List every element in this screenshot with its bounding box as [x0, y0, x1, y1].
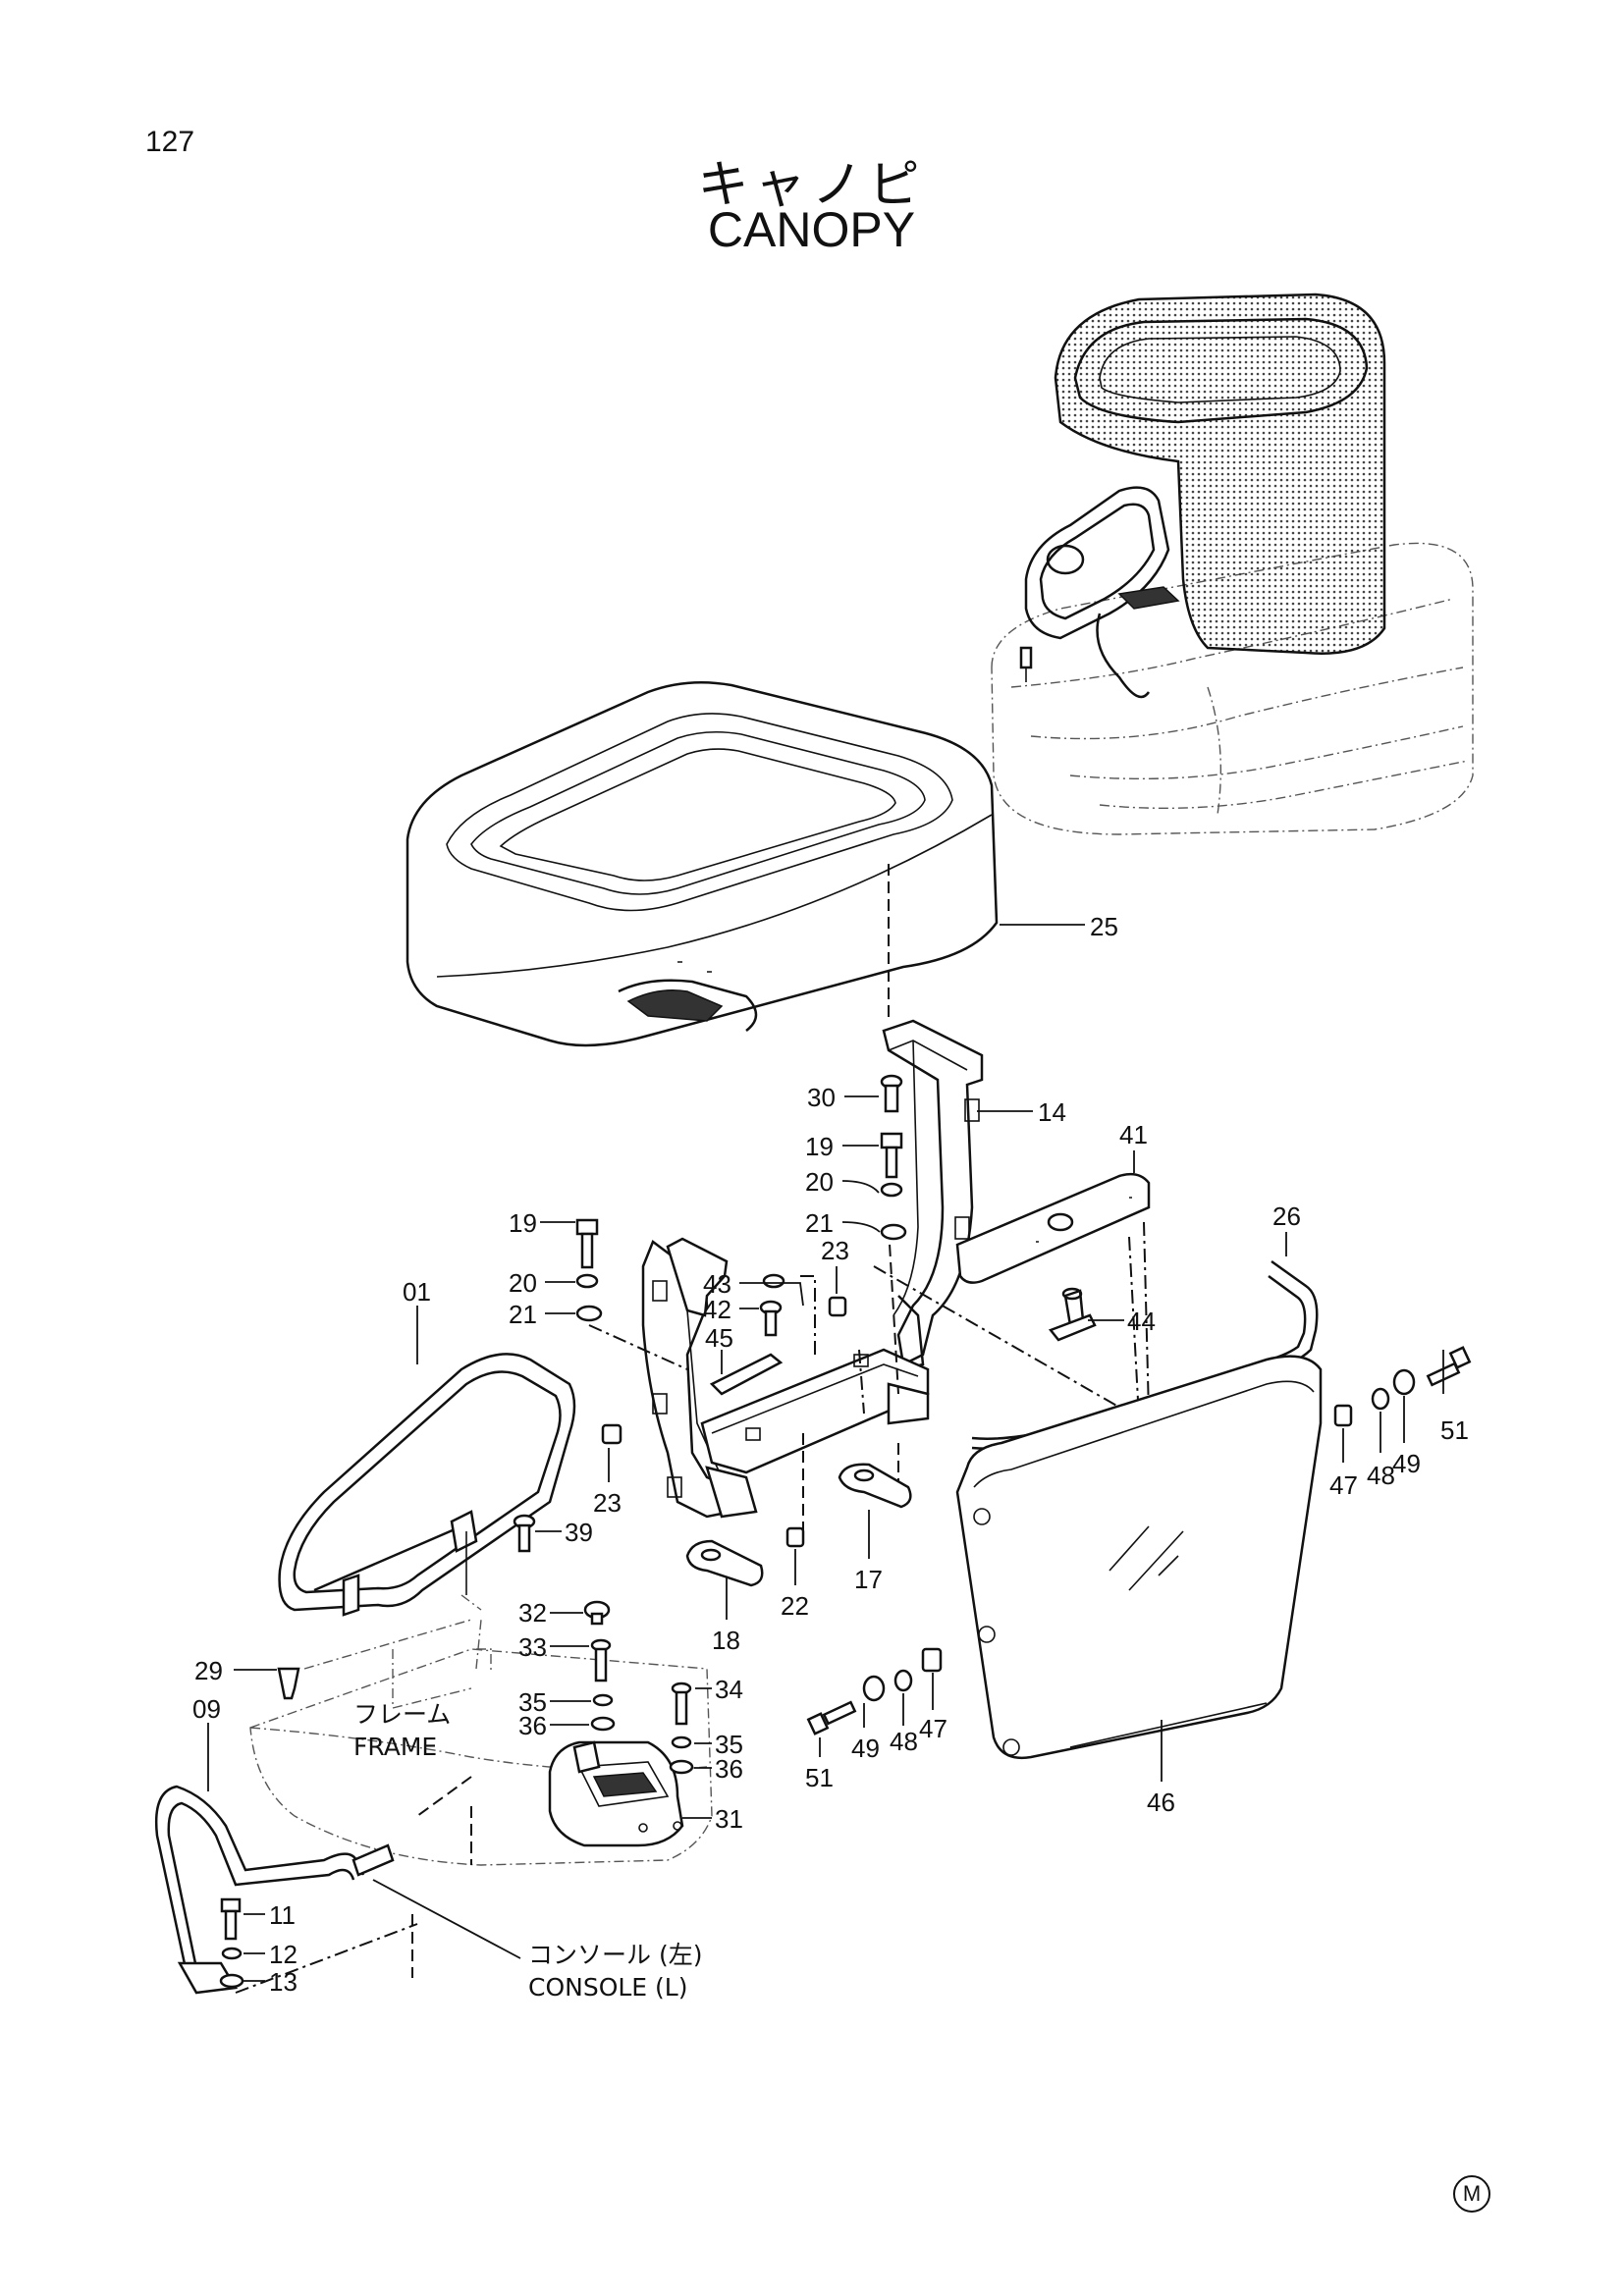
- part-17-label: 17: [854, 1565, 883, 1594]
- plate-45: [709, 1353, 784, 1396]
- part-20-label-left: 20: [509, 1268, 537, 1298]
- washer-21-left: [575, 1305, 603, 1322]
- part-21-label-left: 21: [509, 1300, 537, 1329]
- part-51-label-lower: 51: [805, 1763, 834, 1792]
- washer-13: [219, 1973, 244, 1989]
- roof-panel-25: [406, 681, 999, 1047]
- console-cover-31: [548, 1740, 684, 1847]
- nut-47-lower: [921, 1647, 943, 1673]
- spacer-48-lower: [893, 1669, 913, 1692]
- bolt-33: [590, 1638, 612, 1682]
- frame-label-english: FRAME: [353, 1733, 437, 1761]
- part-41-label: 41: [1119, 1120, 1148, 1149]
- part-09-label: 09: [192, 1694, 221, 1724]
- washer-36-right: [669, 1759, 694, 1775]
- title-japanese: キャノピ: [697, 156, 926, 215]
- part-35-label-right: 35: [715, 1730, 743, 1759]
- console-label-japanese: コンソール (左): [528, 1941, 702, 1969]
- part-12-label: 12: [269, 1940, 298, 1969]
- washer-35-right: [671, 1735, 692, 1749]
- part-20-label-right: 20: [805, 1167, 834, 1197]
- handrail-01: [278, 1353, 576, 1617]
- part-11-label: 11: [269, 1900, 296, 1930]
- part-47-label-lower: 47: [919, 1714, 947, 1743]
- bolt-11: [220, 1897, 242, 1941]
- part-43-label: 43: [703, 1269, 731, 1299]
- cover-plate-41: [955, 1172, 1151, 1284]
- part-49-label-upper: 49: [1392, 1449, 1421, 1478]
- part-13-label: 13: [269, 1967, 298, 1997]
- part-35-label-left: 35: [518, 1687, 547, 1717]
- part-34-label: 34: [715, 1675, 743, 1704]
- bolt-39: [513, 1514, 536, 1553]
- part-42-label: 42: [703, 1295, 731, 1324]
- part-01-label: 01: [403, 1277, 431, 1307]
- part-44-label: 44: [1127, 1307, 1156, 1336]
- plate-18: [685, 1539, 764, 1587]
- nut-47-upper: [1333, 1404, 1353, 1427]
- washer-21-right: [880, 1223, 907, 1241]
- part-25-label: 25: [1090, 912, 1118, 941]
- bolt-30: [880, 1074, 903, 1113]
- part-18-label: 18: [712, 1626, 740, 1655]
- washer-36-left: [590, 1716, 616, 1732]
- part-30-label: 30: [807, 1083, 836, 1112]
- washer-20-left: [575, 1273, 599, 1289]
- part-36-label-right: 36: [715, 1754, 743, 1784]
- part-45-label: 45: [705, 1323, 733, 1353]
- part-23-label-upper: 23: [821, 1236, 849, 1265]
- part-46-label: 46: [1147, 1788, 1175, 1817]
- plate-17: [838, 1463, 912, 1509]
- part-33-label: 33: [518, 1632, 547, 1662]
- washer-20-right: [880, 1182, 903, 1198]
- part-14-label: 14: [1038, 1097, 1066, 1127]
- nut-23-upper: [828, 1296, 847, 1317]
- spacer-48-upper: [1371, 1387, 1390, 1411]
- bolt-34: [671, 1682, 692, 1726]
- overview-canopy-roof: [1054, 293, 1386, 655]
- part-39-label: 39: [565, 1518, 593, 1547]
- title-english: CANOPY: [707, 202, 916, 257]
- plug-29: [277, 1667, 300, 1700]
- bolt-42: [759, 1300, 783, 1337]
- part-47-label-upper: 47: [1329, 1470, 1358, 1500]
- overview-machine-illustration: [991, 293, 1474, 835]
- part-21-label-right: 21: [805, 1208, 834, 1238]
- page-number: 127: [145, 126, 195, 158]
- nut-22: [785, 1526, 805, 1548]
- bolt-19-left: [575, 1218, 599, 1269]
- part-51-label-upper: 51: [1440, 1415, 1469, 1445]
- part-29-label: 29: [194, 1656, 223, 1685]
- washer-49-lower: [862, 1675, 886, 1702]
- frame-label-japanese: フレーム: [353, 1700, 451, 1729]
- catalog-mark: M: [1453, 2175, 1490, 2213]
- washer-12: [221, 1947, 243, 1960]
- washer-49-upper: [1392, 1368, 1416, 1396]
- part-36-label-left: 36: [518, 1711, 547, 1740]
- part-19-label-right: 19: [805, 1132, 834, 1161]
- frame-pillar-14: [882, 1019, 984, 1371]
- knob-32: [583, 1600, 611, 1626]
- part-32-label: 32: [518, 1598, 547, 1628]
- bolt-51-upper: [1426, 1346, 1472, 1387]
- bolt-51-lower: [806, 1700, 857, 1735]
- side-window-46: [955, 1355, 1323, 1760]
- latch-44: [1048, 1287, 1097, 1342]
- bolt-19-right: [880, 1132, 903, 1179]
- part-22-label: 22: [781, 1591, 809, 1621]
- part-26-label: 26: [1272, 1201, 1301, 1231]
- washer-43: [762, 1273, 785, 1289]
- part-48-label-lower: 48: [890, 1727, 918, 1756]
- console-label-english: CONSOLE (L): [528, 1973, 688, 2002]
- grab-bar-09: [155, 1785, 395, 1995]
- part-31-label: 31: [715, 1804, 743, 1834]
- part-48-label-upper: 48: [1367, 1461, 1395, 1490]
- part-23-label-lower: 23: [593, 1488, 622, 1518]
- nut-23-lower: [601, 1423, 622, 1445]
- part-49-label-lower: 49: [851, 1734, 880, 1763]
- part-19-label-left: 19: [509, 1208, 537, 1238]
- frame-ghost-outline: [249, 1619, 713, 1866]
- washer-35-left: [592, 1693, 614, 1707]
